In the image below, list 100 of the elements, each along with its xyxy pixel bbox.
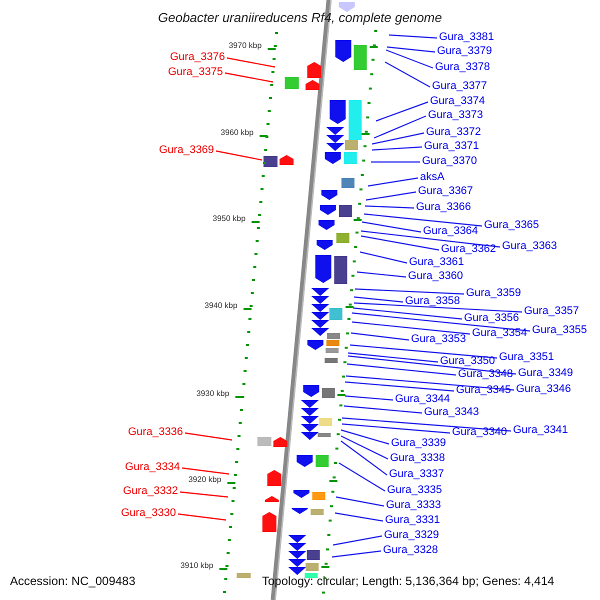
gene-label: Gura_3376	[170, 51, 226, 64]
leader-line	[372, 146, 422, 151]
leader-line	[350, 344, 498, 359]
gene-label: Gura_3369	[159, 144, 214, 157]
gene-label: Gura_3334	[125, 461, 180, 474]
leader-line	[366, 191, 416, 201]
leader-line	[184, 432, 232, 441]
gene-label: Gura_3350	[440, 355, 496, 368]
leader-line	[376, 101, 428, 122]
gene-label: Gura_3358	[405, 295, 460, 308]
leader-line	[372, 132, 424, 145]
leader-line	[384, 61, 430, 88]
leader-line	[360, 235, 440, 251]
scale-label: 3940 kbp	[204, 301, 238, 311]
leader-line	[342, 423, 450, 434]
leader-line	[332, 535, 382, 546]
gene-label: Gura_3331	[385, 514, 440, 527]
gene-label: Gura_3338	[390, 452, 446, 465]
leader-line	[348, 355, 516, 375]
leader-line	[332, 550, 382, 558]
leader-line	[388, 34, 438, 39]
accession-note: Accession: NC_009483	[10, 575, 136, 588]
gene-label: Gura_3328	[383, 544, 438, 557]
gene-label: Gura_3351	[499, 351, 554, 364]
gene-label: Gura_3345	[456, 384, 512, 397]
gene-label: Gura_3367	[418, 185, 474, 198]
leader-line	[350, 332, 410, 341]
gene-label: Gura_3340	[452, 426, 508, 439]
leader-line	[344, 395, 394, 401]
leader-line	[180, 491, 228, 498]
gene-label: Gura_3378	[435, 61, 490, 74]
leader-line	[182, 467, 230, 475]
leader-line	[386, 49, 434, 69]
leader-line	[340, 429, 390, 445]
gene-label: Gura_3348	[458, 368, 514, 381]
leader-line	[356, 271, 406, 278]
leader-line	[348, 352, 438, 363]
leader-line	[352, 321, 470, 335]
leader-line	[364, 205, 414, 209]
leader-line	[354, 296, 404, 303]
leader-line	[360, 251, 408, 264]
leader-line	[342, 417, 512, 432]
gene-label: Gura_3366	[416, 201, 472, 214]
leader-line	[362, 221, 422, 233]
leader-line	[224, 72, 274, 83]
gene-label: Gura_3349	[518, 367, 574, 380]
gene-label: aksA	[420, 171, 444, 184]
gene-label: Gura_3356	[464, 312, 520, 325]
leader-line	[386, 46, 436, 53]
gene-label: Gura_3343	[424, 406, 480, 419]
scale-label: 3970 kbp	[228, 41, 262, 51]
gene-label: Gura_3362	[441, 243, 496, 256]
leader-line	[336, 496, 384, 507]
gene-label: Gura_3370	[422, 155, 478, 168]
leader-line	[352, 307, 462, 320]
gene-label: Gura_3374	[430, 95, 486, 108]
scale-label: 3910 kbp	[180, 561, 214, 571]
gene-label: Gura_3337	[389, 468, 444, 481]
leader-line	[344, 405, 422, 414]
gene-label: Gura_3354	[472, 327, 528, 340]
gene-label: Gura_3363	[502, 240, 558, 253]
gene-label: Gura_3373	[428, 109, 484, 122]
leader-line	[354, 288, 464, 295]
gene-label: Gura_3346	[516, 383, 572, 396]
leader-line	[371, 161, 420, 163]
gene-label: Gura_3364	[423, 225, 478, 238]
leader-line	[368, 177, 418, 187]
gene-label: Gura_3339	[391, 437, 446, 450]
gene-label: Gura_3372	[426, 126, 482, 139]
gene-label: Gura_3377	[432, 80, 488, 93]
gene-label: Gura_3375	[168, 66, 224, 79]
leader-line	[354, 302, 522, 313]
leader-line	[352, 312, 530, 332]
gene-label: Gura_3360	[408, 270, 464, 283]
gene-label: Gura_3357	[524, 305, 580, 318]
leader-line	[364, 213, 482, 227]
leader-line	[216, 150, 262, 161]
gene-label: Gura_3336	[128, 426, 184, 439]
gene-label: Gura_3333	[386, 499, 442, 512]
scale-label: 3950 kbp	[212, 214, 246, 224]
gene-label: Gura_3359	[466, 287, 522, 300]
leader-line	[344, 381, 454, 392]
leader-line	[346, 375, 514, 391]
gene-label: Gura_3335	[387, 484, 442, 497]
leader-line	[334, 512, 384, 522]
leader-line	[178, 513, 226, 521]
leader-line	[340, 440, 388, 476]
leader-line	[360, 230, 500, 248]
gene-label: Gura_3330	[121, 507, 176, 520]
genome-summary-note: Topology: circular; Length: 5,136,364 bp; Genes: 4,414	[262, 575, 554, 588]
leader-line	[374, 115, 426, 139]
gene-label: Gura_3361	[409, 256, 464, 269]
leader-line	[226, 57, 276, 68]
scale-label: 3920 kbp	[188, 475, 222, 485]
gene-label: Gura_3365	[484, 219, 540, 232]
leader-line	[340, 435, 388, 460]
leader-line	[338, 462, 386, 492]
gene-label: Gura_3353	[411, 333, 466, 346]
gene-label: Gura_3381	[439, 31, 494, 44]
gene-label: Gura_3341	[513, 424, 568, 437]
